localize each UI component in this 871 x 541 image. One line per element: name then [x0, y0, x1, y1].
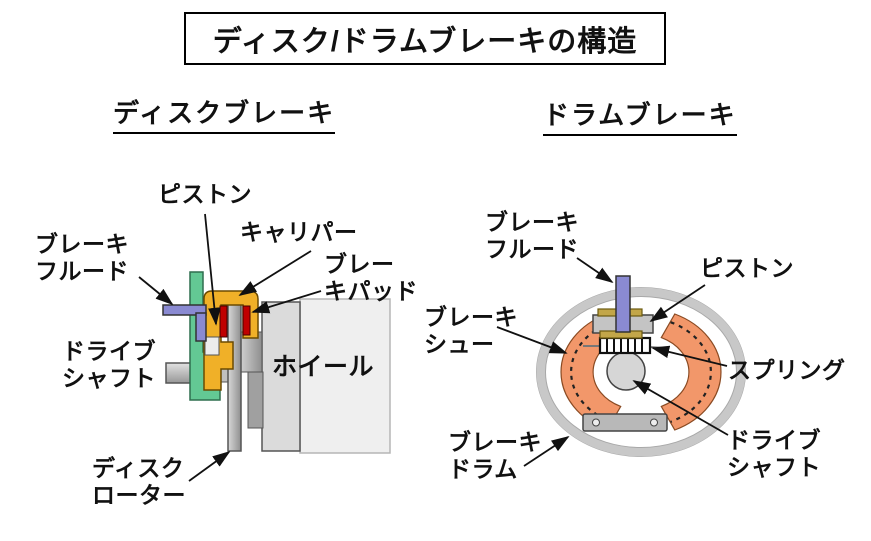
arrow-disc-caliper [238, 250, 312, 296]
label-drum-brake-fluid: ブレーキ フルード [485, 209, 579, 262]
brake-drum-ring [536, 287, 746, 457]
drum-brake-diagram [536, 275, 746, 457]
arrow-drum-shoe [496, 326, 568, 354]
piston-shape [204, 336, 220, 356]
label-disc-wheel: ホイール [272, 353, 375, 381]
wheel-rim [261, 301, 301, 452]
label-drum-brake-drum: ブレーキ ドラム [448, 429, 542, 482]
disc-brake-heading: ディスクブレーキ [113, 93, 336, 134]
brake-fluid-pipe [615, 275, 631, 333]
arrow-drum-spring [651, 345, 728, 367]
arrow-disc-pad [251, 290, 322, 314]
brake-shoe-right [660, 313, 722, 431]
arrow-drum-piston [649, 284, 706, 322]
shoe-lining-right [670, 321, 712, 423]
arrow-drum-shaft [632, 380, 729, 436]
arrow-disc-rotor [188, 450, 231, 482]
arrow-drum-fluid [576, 257, 614, 284]
label-disc-rotor: ディスク ローター [92, 455, 186, 508]
anchor-bolt-left [592, 418, 600, 427]
arrow-disc-fluid [138, 276, 174, 306]
drum-inner-edge [545, 296, 737, 448]
label-disc-drive-shaft: ドライブ シャフト [62, 338, 156, 391]
spring-shape [598, 336, 652, 355]
label-drum-piston: ピストン [700, 255, 794, 281]
hub-lower [247, 371, 264, 429]
label-disc-brake-pad: ブレー キパッド [324, 251, 418, 304]
anchor-bolt-right [650, 418, 658, 427]
brake-pad-left [219, 305, 228, 338]
drum-brake-heading: ドラムブレーキ [543, 95, 737, 136]
annotation-arrows [138, 213, 729, 482]
anchor-bar [582, 413, 668, 432]
label-disc-brake-fluid: ブレーキ フルード [35, 231, 129, 284]
disc-brake-diagram [162, 271, 391, 454]
brake-pad-right [242, 305, 251, 336]
brake-fluid-line-shape [162, 304, 207, 342]
arrow-drum-drum [523, 436, 570, 467]
disc-rotor-shape [227, 300, 242, 452]
label-disc-piston: ピストン [158, 181, 252, 207]
page-title: ディスク/ドラムブレーキの構造 [184, 12, 666, 65]
spring-link-right [648, 346, 666, 349]
label-drum-brake-shoe: ブレーキ シュー [424, 304, 518, 357]
arrow-disc-piston [204, 213, 221, 326]
label-drum-drive-shaft: ドライブ シャフト [727, 427, 821, 480]
label-drum-spring: スプリング [728, 357, 846, 383]
label-disc-caliper: キャリパー [240, 219, 358, 245]
